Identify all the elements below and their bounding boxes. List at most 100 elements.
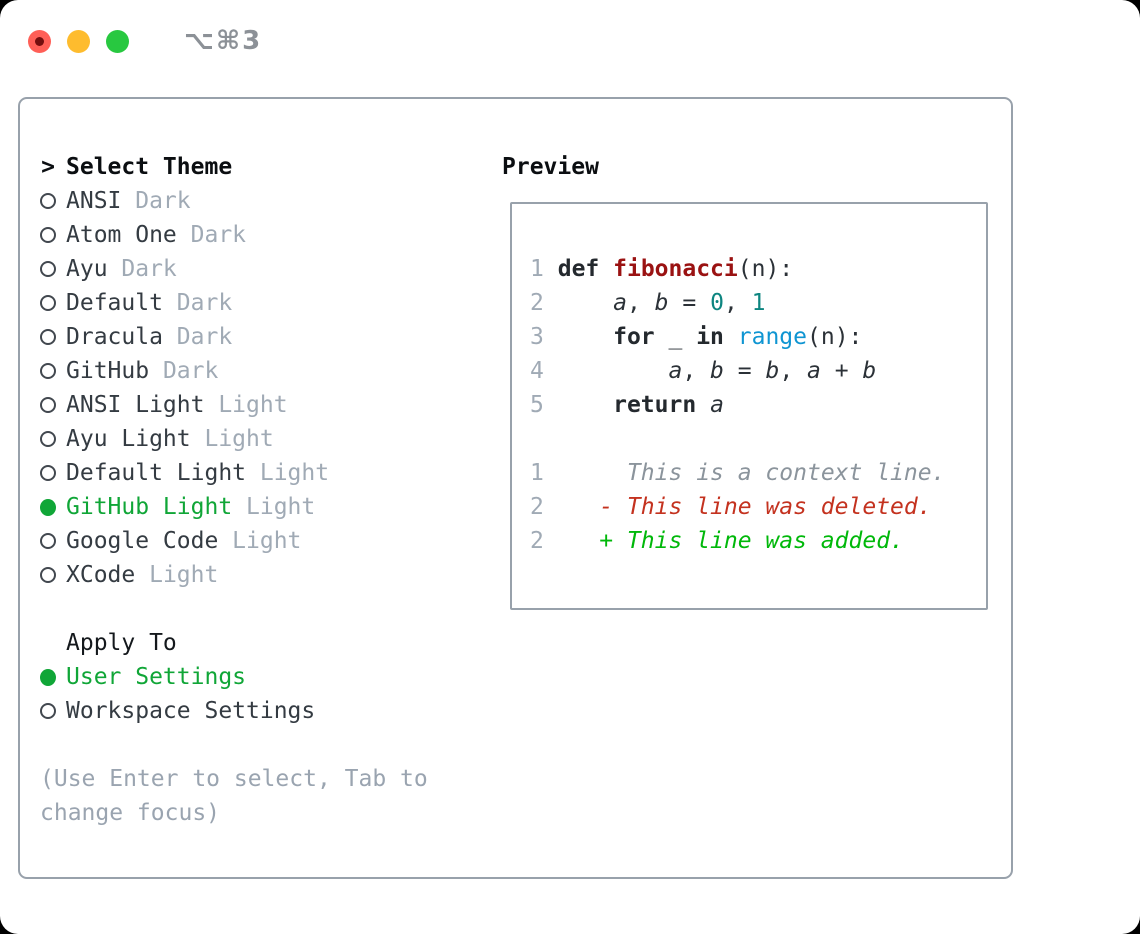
line-number: 5 (530, 392, 544, 418)
theme-option[interactable]: GitHub Light Light (40, 490, 444, 524)
keyboard-hint: (Use Enter to select, Tab to change focu… (40, 766, 428, 826)
code-token: = (723, 358, 766, 384)
code-token: b (765, 358, 780, 384)
option-variant: Light (149, 562, 219, 588)
radio-icon (40, 397, 56, 413)
radio-icon (40, 431, 56, 447)
radio-selected-icon (40, 498, 56, 516)
code-token: range (737, 324, 808, 350)
apply-to-option[interactable]: Workspace Settings (40, 694, 444, 728)
theme-option[interactable]: Google Code Light (40, 524, 444, 558)
code-token (544, 392, 613, 418)
radio-icon (40, 567, 56, 583)
code-line: 1 def fibonacci(n): (530, 252, 986, 286)
code-token (724, 324, 738, 350)
code-token: , (723, 290, 752, 316)
apply-to-option[interactable]: User Settings (40, 660, 444, 694)
titlebar: ⌥⌘3 (28, 26, 262, 56)
code-line: 3 for _ in range(n): (530, 320, 986, 354)
code-token: (n): (807, 324, 863, 350)
code-token (544, 256, 558, 282)
minimize-button-icon[interactable] (67, 29, 90, 53)
line-number: 2 (530, 290, 544, 316)
code-token (544, 358, 669, 384)
option-variant: Light (232, 528, 302, 554)
code-token: return (613, 392, 697, 418)
apply-to-title: Apply To (66, 630, 177, 656)
line-number: 2 (530, 494, 544, 520)
radio-icon (40, 329, 56, 345)
code-token: a (668, 358, 683, 384)
close-button-icon[interactable] (28, 29, 51, 53)
radio-icon (40, 533, 56, 549)
radio-icon (40, 465, 56, 481)
select-theme-title: Select Theme (66, 154, 233, 180)
code-line: 5 return a (530, 388, 986, 422)
code-token (599, 256, 613, 282)
option-label: Default Light (66, 460, 247, 486)
code-token (544, 290, 613, 316)
radio-icon (40, 261, 56, 277)
option-label: Atom One (66, 222, 177, 248)
code-token (544, 494, 599, 520)
option-label: GitHub (66, 358, 150, 384)
theme-option[interactable]: XCode Light (40, 558, 444, 592)
code-token (544, 324, 613, 350)
option-variant: Light (246, 494, 316, 520)
line-number: 1 (530, 460, 544, 486)
code-token: 1 (751, 290, 766, 316)
option-label: GitHub Light (66, 494, 233, 520)
option-label: Default (66, 290, 163, 316)
code-token: + This line was added. (599, 528, 904, 554)
code-token: - This line was deleted. (599, 494, 932, 520)
select-theme-header: > Select Theme (40, 150, 444, 184)
preview-title: Preview (502, 154, 599, 180)
code-line: 2 + This line was added. (530, 524, 986, 558)
theme-option[interactable]: Ayu Light Light (40, 422, 444, 456)
radio-selected-icon (40, 668, 56, 686)
option-label: Ayu Light (66, 426, 191, 452)
zoom-button-icon[interactable] (106, 29, 129, 53)
line-number: 3 (530, 324, 544, 350)
code-token: fibonacci (613, 256, 738, 282)
code-token: = (668, 290, 711, 316)
code-token: a (710, 392, 724, 418)
option-variant: Light (204, 426, 274, 452)
code-token (544, 460, 627, 486)
radio-icon (40, 703, 56, 719)
code-token: , (779, 358, 808, 384)
code-line (530, 422, 986, 456)
option-label: XCode (66, 562, 136, 588)
code-token: 0 (710, 290, 724, 316)
code-token (696, 392, 710, 418)
option-label: User Settings (66, 664, 247, 690)
code-token: This is a context line. (626, 460, 946, 486)
option-label: Dracula (66, 324, 163, 350)
window-shortcut-label: ⌥⌘3 (184, 26, 263, 56)
code-line: 4 a, b = b, a + b (530, 354, 986, 388)
code-line: 2 a, b = 0, 1 (530, 286, 986, 320)
code-token: b (862, 358, 877, 384)
code-token: (n): (737, 256, 794, 282)
code-token: for (613, 324, 655, 350)
radio-icon (40, 363, 56, 379)
option-label: Google Code (66, 528, 219, 554)
code-token: b (710, 358, 724, 384)
option-variant: Light (218, 392, 288, 418)
code-token: a (613, 290, 627, 316)
code-token: def (557, 256, 600, 282)
